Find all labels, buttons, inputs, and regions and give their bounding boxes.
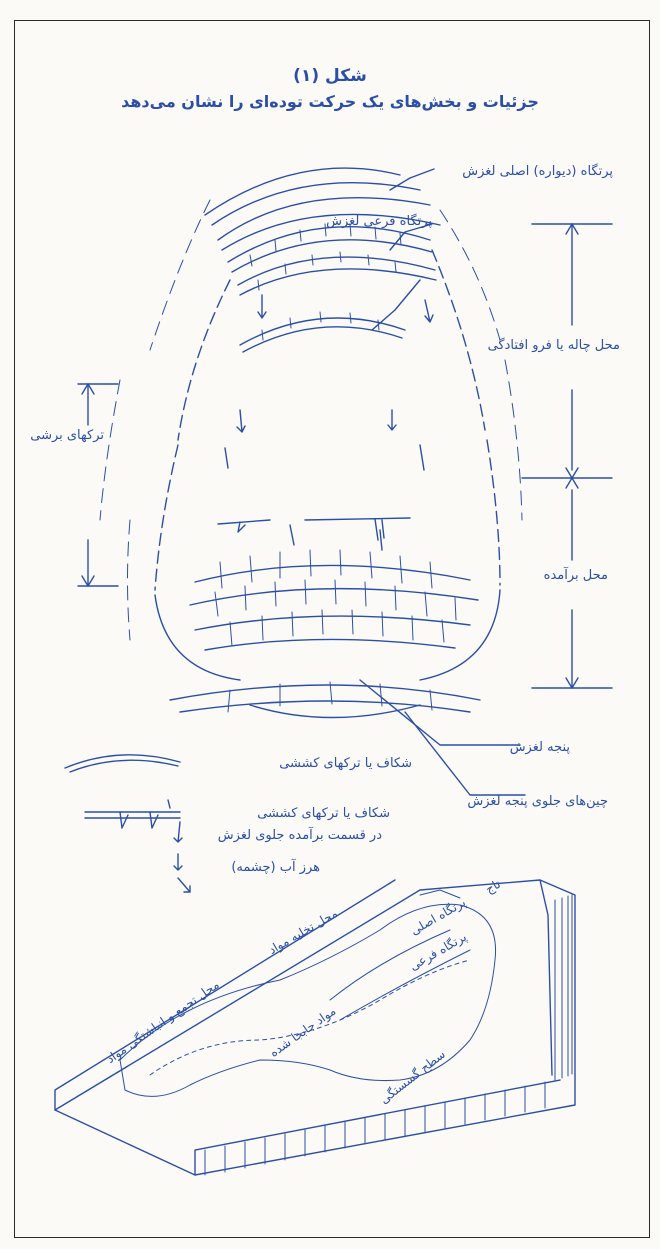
toe-shape [170, 682, 480, 718]
label-depletion-zone: محل تخلیه مواد [266, 906, 340, 958]
label-toe-folds: چین‌های جلوی پنجه لغزش [467, 794, 608, 809]
label-depression-zone: محل چاله یا فرو افتادگی [488, 338, 620, 353]
label-toe: پنجه لغزش [510, 740, 570, 755]
label-slip-surface: سطح گسستگی [377, 1047, 448, 1107]
legend-bulge-tension-2: در قسمت برآمده جلوی لغزش [218, 828, 382, 843]
bulge-cracks [190, 518, 478, 650]
leader-lines [360, 169, 525, 795]
label-displaced-material: مواد جابجا شده [267, 1004, 339, 1061]
label-crown: تاج [483, 877, 503, 896]
label-accumulation-zone: محل تجمع و انباشتگی مواد [104, 977, 223, 1066]
movement-arrows [225, 295, 433, 550]
label-bulge-zone: محل برآمده [544, 568, 608, 583]
label-minor-scarp: پرتگاه فرعی لغزش [326, 214, 432, 229]
legend-spring: هرز آب (چشمه) [231, 860, 320, 875]
main-scarp-shape [228, 224, 436, 295]
minor-scarp-shape [240, 312, 405, 352]
legend-bulge-tension-1: شکاف یا ترکهای کششی [257, 806, 390, 821]
label-shear-cracks: ترکهای برشی [30, 428, 104, 443]
block-diagram: محل تخلیه مواد محل تجمع و انباشتگی مواد … [55, 877, 575, 1175]
dimension-lines [78, 224, 612, 688]
label-main-scarp: پرتگاه (دیواره) اصلی لغزش [462, 164, 613, 179]
legend-tension-cracks: شکاف یا ترکهای کششی [279, 756, 412, 771]
legend-symbols [65, 755, 190, 892]
